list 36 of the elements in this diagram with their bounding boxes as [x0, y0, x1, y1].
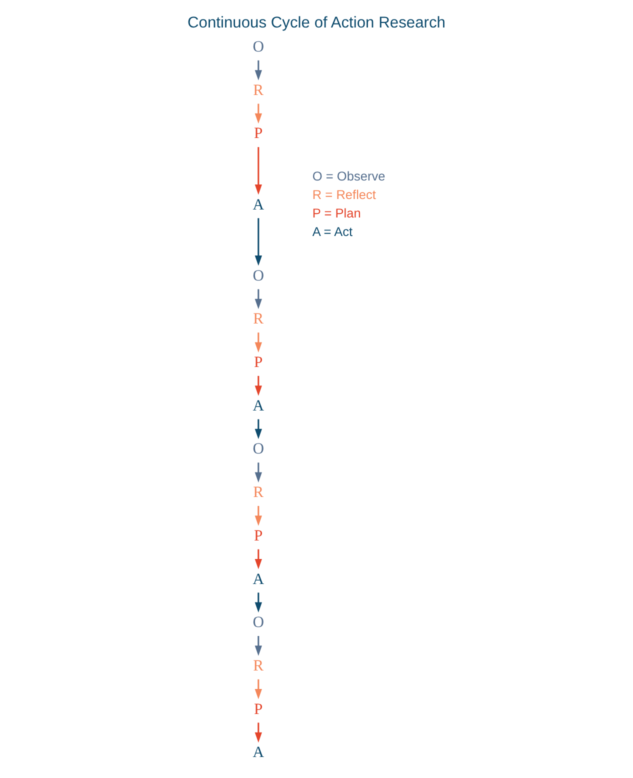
- node-text: R: [253, 484, 264, 502]
- label: P = Plan: [312, 206, 361, 221]
- arrow: [254, 104, 262, 124]
- arrow: [254, 147, 262, 195]
- node-text: P: [254, 125, 263, 142]
- arrow: [254, 289, 262, 310]
- arrow: [254, 60, 262, 80]
- arrow: [254, 419, 262, 440]
- arrow: [254, 218, 262, 266]
- arrow: [254, 636, 262, 656]
- node-text: P: [254, 700, 263, 718]
- node-text: A: [252, 196, 264, 214]
- node-text: A: [252, 397, 264, 414]
- node-text: O: [252, 267, 264, 284]
- arrow: [254, 462, 262, 483]
- arrow: [254, 376, 262, 396]
- node-text: A: [252, 570, 264, 588]
- node-text: A: [252, 744, 264, 762]
- node-text: O: [252, 614, 264, 632]
- node-text: R: [253, 310, 264, 328]
- label: A = Act: [312, 224, 353, 240]
- arrow: [254, 332, 262, 352]
- arrow: [254, 506, 262, 526]
- label: R = Reflect: [312, 187, 376, 202]
- node-text: R: [253, 82, 264, 99]
- node-text: O: [252, 440, 264, 458]
- arrow: [254, 549, 262, 570]
- arrow: [254, 592, 262, 613]
- arrow: [254, 679, 262, 700]
- node-text: P: [254, 527, 263, 544]
- diagram-title: Continuous Cycle of Action Research: [188, 14, 446, 32]
- node-text: P: [254, 354, 263, 372]
- arrow: [254, 722, 262, 743]
- label: O = Observe: [312, 168, 386, 184]
- node-text: R: [253, 657, 264, 674]
- node-text: O: [252, 38, 264, 56]
